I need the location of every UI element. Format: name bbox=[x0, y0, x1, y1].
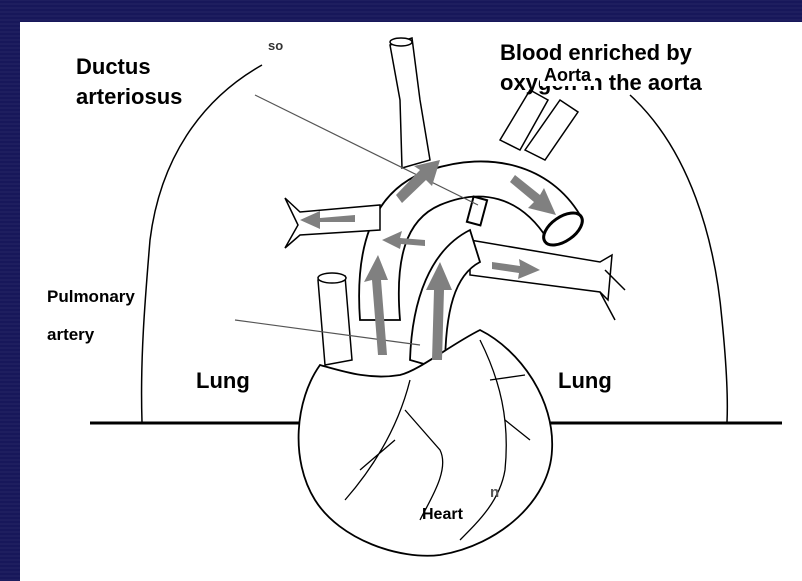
ductus-line-2: arteriosus bbox=[76, 82, 182, 112]
label-aorta: Aorta bbox=[540, 64, 595, 86]
label-pulmonary-artery: Pulmonary artery bbox=[47, 278, 135, 354]
label-fragment-top: so bbox=[268, 38, 283, 53]
label-heart: Heart bbox=[422, 506, 463, 524]
label-blood-enriched: Blood enriched by oxygen in the aorta bbox=[500, 38, 702, 98]
label-fragment-heart: n bbox=[490, 484, 499, 501]
label-lung-left: Lung bbox=[196, 368, 250, 394]
right-lung-outline bbox=[630, 95, 727, 422]
label-lung-right: Lung bbox=[558, 368, 612, 394]
vena-cava bbox=[318, 276, 352, 365]
pulmonary-line-1: Pulmonary bbox=[47, 278, 135, 316]
pulmonary-line-2: artery bbox=[47, 316, 135, 354]
blood-line-1: Blood enriched by bbox=[500, 38, 702, 68]
upper-vessel bbox=[390, 38, 430, 168]
blood-line-2: oxygen in the aorta bbox=[500, 68, 702, 98]
right-pulmonary-branch bbox=[470, 240, 612, 300]
label-ductus-arteriosus: Ductus arteriosus bbox=[76, 52, 182, 112]
ductus-pointer bbox=[255, 95, 478, 205]
ductus-line-1: Ductus bbox=[76, 52, 182, 82]
